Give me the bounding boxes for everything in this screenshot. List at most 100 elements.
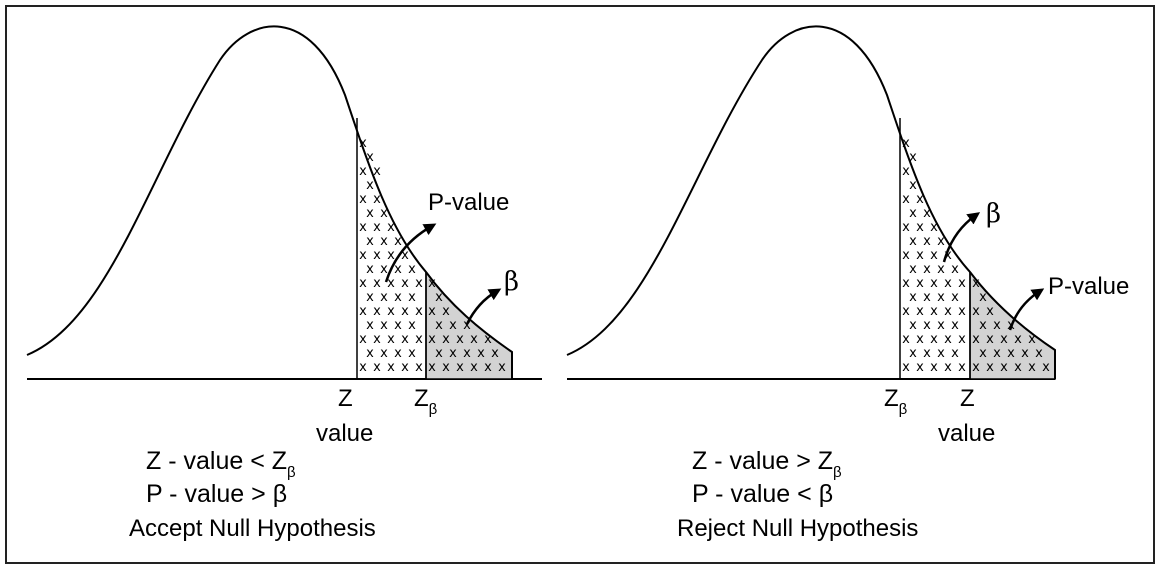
hatch-x-mark: x [972,332,980,347]
hatch-x-mark: x [923,346,931,361]
left-value-label: value [316,420,373,447]
hatch-x-mark: x [909,206,917,221]
right-beta-label: β [986,199,1001,229]
hatch-x-mark: x [387,220,395,235]
right-conclusion: Reject Null Hypothesis [677,515,918,542]
hatch-x-mark: x [415,360,423,375]
right-p-value-arrow [1008,288,1045,331]
hatch-x-mark: x [442,360,450,375]
hatch-x-mark: x [951,346,959,361]
hatch-x-mark: x [902,192,910,207]
hatch-x-mark: x [359,164,367,179]
left-z-beta-label: Zβ [414,385,438,418]
hatch-x-mark: x [373,332,381,347]
hatch-x-mark: x [930,332,938,347]
hatch-x-mark: x [909,290,917,305]
hatch-x-mark: x [484,332,492,347]
right-condition-1: Z - value > Zβ [692,447,842,481]
hatch-x-mark: x [944,332,952,347]
hatch-x-mark: x [930,276,938,291]
hatch-x-mark: x [979,346,987,361]
hatch-x-mark: x [380,290,388,305]
hatch-x-mark: x [373,304,381,319]
hatch-x-mark: x [909,346,917,361]
hatch-x-mark: x [401,304,409,319]
left-condition-2: P - value > β [146,480,287,508]
hatch-x-mark: x [373,248,381,263]
hatch-x-mark: x [937,262,945,277]
hatch-x-mark: x [415,304,423,319]
hatch-x-mark: x [366,262,374,277]
hatch-x-mark: x [449,346,457,361]
hatch-x-mark: x [470,360,478,375]
hatch-x-mark: x [359,136,367,151]
hatch-x-mark: x [380,262,388,277]
hatch-x-mark: x [1014,332,1022,347]
hatch-x-mark: x [387,304,395,319]
left-p-value-arrow [384,223,437,283]
hatch-x-mark: x [463,346,471,361]
hatch-x-mark: x [394,290,402,305]
hatch-x-mark: x [428,332,436,347]
hatch-x-mark: x [380,346,388,361]
hatch-x-mark: x [916,304,924,319]
hatch-x-mark: x [387,276,395,291]
hatch-x-mark: x [401,276,409,291]
hatch-x-mark: x [916,192,924,207]
hatch-x-mark: x [916,360,924,375]
hatch-x-mark: x [359,192,367,207]
hatch-x-mark: x [373,276,381,291]
hatch-x-mark: x [909,262,917,277]
hatch-x-mark: x [359,360,367,375]
hatch-x-mark: x [916,332,924,347]
hatch-x-mark: x [986,332,994,347]
hatch-x-mark: x [972,276,980,291]
hatch-x-mark: x [463,318,471,333]
hatch-x-mark: x [909,178,917,193]
hatch-x-mark: x [366,150,374,165]
hatch-x-mark: x [470,332,478,347]
right-beta-arrow [942,212,981,263]
hatch-x-mark: x [394,346,402,361]
hatch-x-mark: x [387,248,395,263]
hatch-x-mark: x [972,360,980,375]
hatch-x-mark: x [937,290,945,305]
hatch-x-mark: x [986,360,994,375]
hatch-x-mark: x [373,192,381,207]
hatch-x-mark: x [394,318,402,333]
hatch-x-mark: x [930,220,938,235]
hatch-x-mark: x [902,332,910,347]
hatch-x-mark: x [428,304,436,319]
hatch-x-mark: x [380,206,388,221]
hatch-x-mark: x [930,360,938,375]
hatch-x-mark: x [1000,360,1008,375]
hatch-x-mark: x [1021,346,1029,361]
hatch-x-mark: x [387,360,395,375]
hatch-x-mark: x [373,360,381,375]
hatch-x-mark: x [408,346,416,361]
hatch-x-mark: x [979,318,987,333]
hatch-x-mark: x [401,332,409,347]
hatch-x-mark: x [498,360,506,375]
hatch-x-mark: x [394,234,402,249]
hatch-x-mark: x [944,248,952,263]
hatch-x-mark: x [428,360,436,375]
hatch-x-mark: x [1014,360,1022,375]
hatch-x-mark: x [923,206,931,221]
hatch-x-mark: x [373,220,381,235]
hatch-x-mark: x [937,234,945,249]
hatch-x-mark: x [902,360,910,375]
right-value-label: value [938,420,995,447]
hatch-x-mark: x [909,318,917,333]
left-p-value-label: P-value [428,189,509,216]
hatch-x-mark: x [442,304,450,319]
hatch-x-mark: x [359,220,367,235]
hatch-x-mark: x [902,276,910,291]
hatch-x-mark: x [916,248,924,263]
hatch-x-mark: x [902,248,910,263]
hatch-x-mark: x [435,346,443,361]
hatch-x-mark: x [408,290,416,305]
